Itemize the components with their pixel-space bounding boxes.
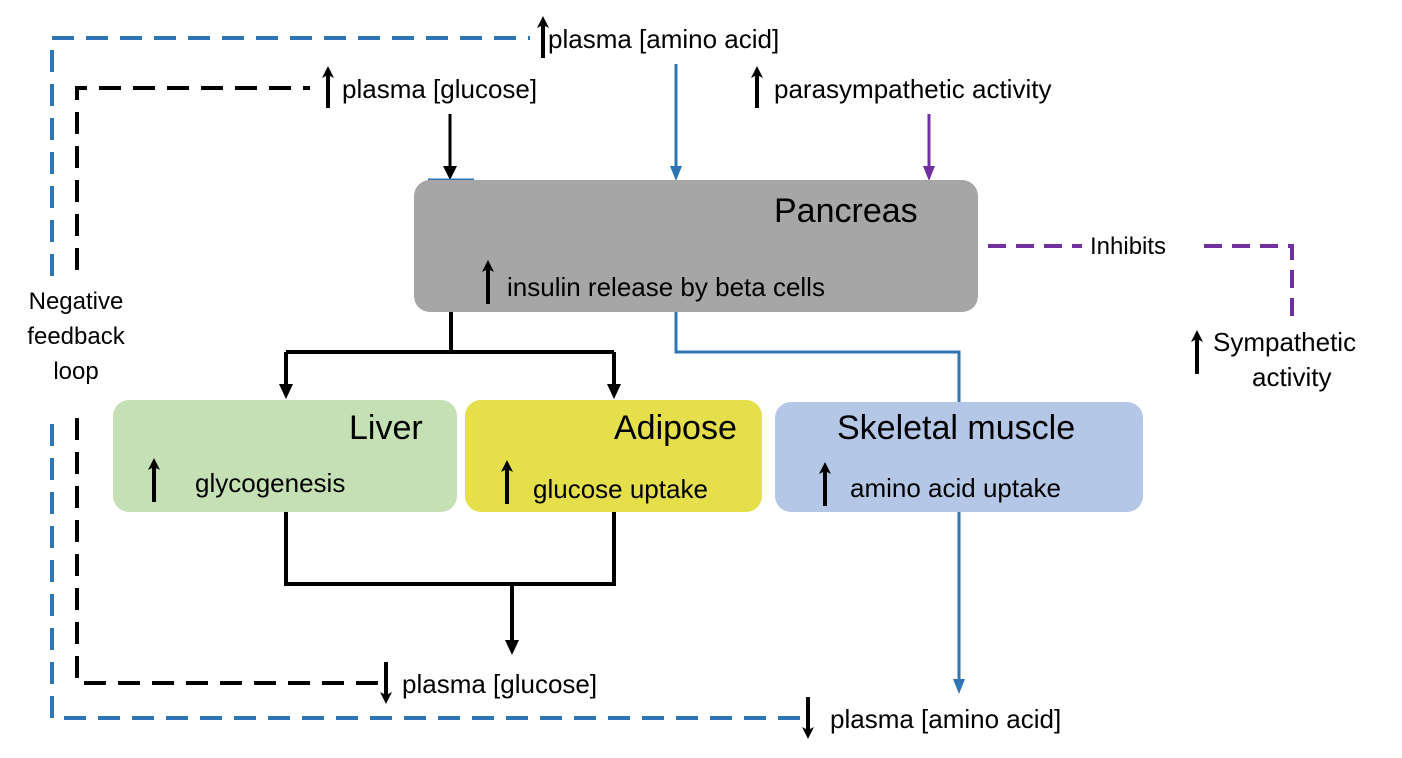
- pancreas-to-muscle-path: [674, 312, 961, 402]
- output-plasma-glucose: plasma [glucose]: [402, 669, 598, 699]
- adipose-effect: glucose uptake: [533, 474, 708, 504]
- adipose-title: Adipose: [614, 409, 737, 447]
- feedback-line-2: feedback: [27, 323, 125, 350]
- up-arrow-icon: [482, 260, 494, 304]
- liver-adipose-to-glucose-output: [284, 512, 616, 642]
- inhibits-label: Inhibits: [1090, 233, 1167, 260]
- skeletal-muscle-title: Skeletal muscle: [837, 409, 1076, 447]
- up-arrow-icon: [148, 458, 160, 502]
- amino-acid-feedback-loop: [50, 36, 800, 720]
- feedback-line-3: loop: [53, 358, 99, 385]
- pancreas-to-liver-adipose-path: [284, 312, 616, 386]
- up-arrow-icon: [322, 66, 334, 108]
- sympathetic-line-2: activity: [1252, 362, 1332, 392]
- down-arrow-icon: [802, 697, 814, 739]
- input-plasma-glucose: plasma [glucose]: [342, 74, 538, 104]
- pancreas-title: Pancreas: [774, 192, 918, 230]
- liver-effect: glycogenesis: [195, 468, 346, 498]
- liver-box: Liver glycogenesis: [113, 400, 457, 512]
- up-arrow-icon: [1191, 330, 1203, 374]
- sympathetic-line-1: Sympathetic: [1213, 327, 1357, 357]
- pancreas-effect: insulin release by beta cells: [507, 272, 825, 302]
- input-parasympathetic-activity: parasympathetic activity: [774, 74, 1052, 104]
- up-arrow-icon: [537, 16, 549, 58]
- skeletal-muscle-effect: amino acid uptake: [850, 473, 1062, 503]
- pancreas-box: Pancreas insulin release by beta cells: [414, 180, 978, 312]
- skeletal-muscle-box: Skeletal muscle amino acid uptake: [775, 402, 1143, 512]
- up-arrow-icon: [501, 460, 513, 504]
- down-arrow-icon: [380, 662, 392, 704]
- up-arrow-icon: [819, 462, 831, 506]
- liver-title: Liver: [349, 409, 423, 447]
- feedback-line-1: Negative: [28, 288, 124, 315]
- input-plasma-amino-acid: plasma [amino acid]: [548, 24, 780, 54]
- adipose-box: Adipose glucose uptake: [465, 400, 762, 512]
- inhibits-line-2: [1204, 244, 1294, 318]
- up-arrow-icon: [751, 66, 763, 108]
- output-plasma-amino-acid: plasma [amino acid]: [830, 704, 1062, 734]
